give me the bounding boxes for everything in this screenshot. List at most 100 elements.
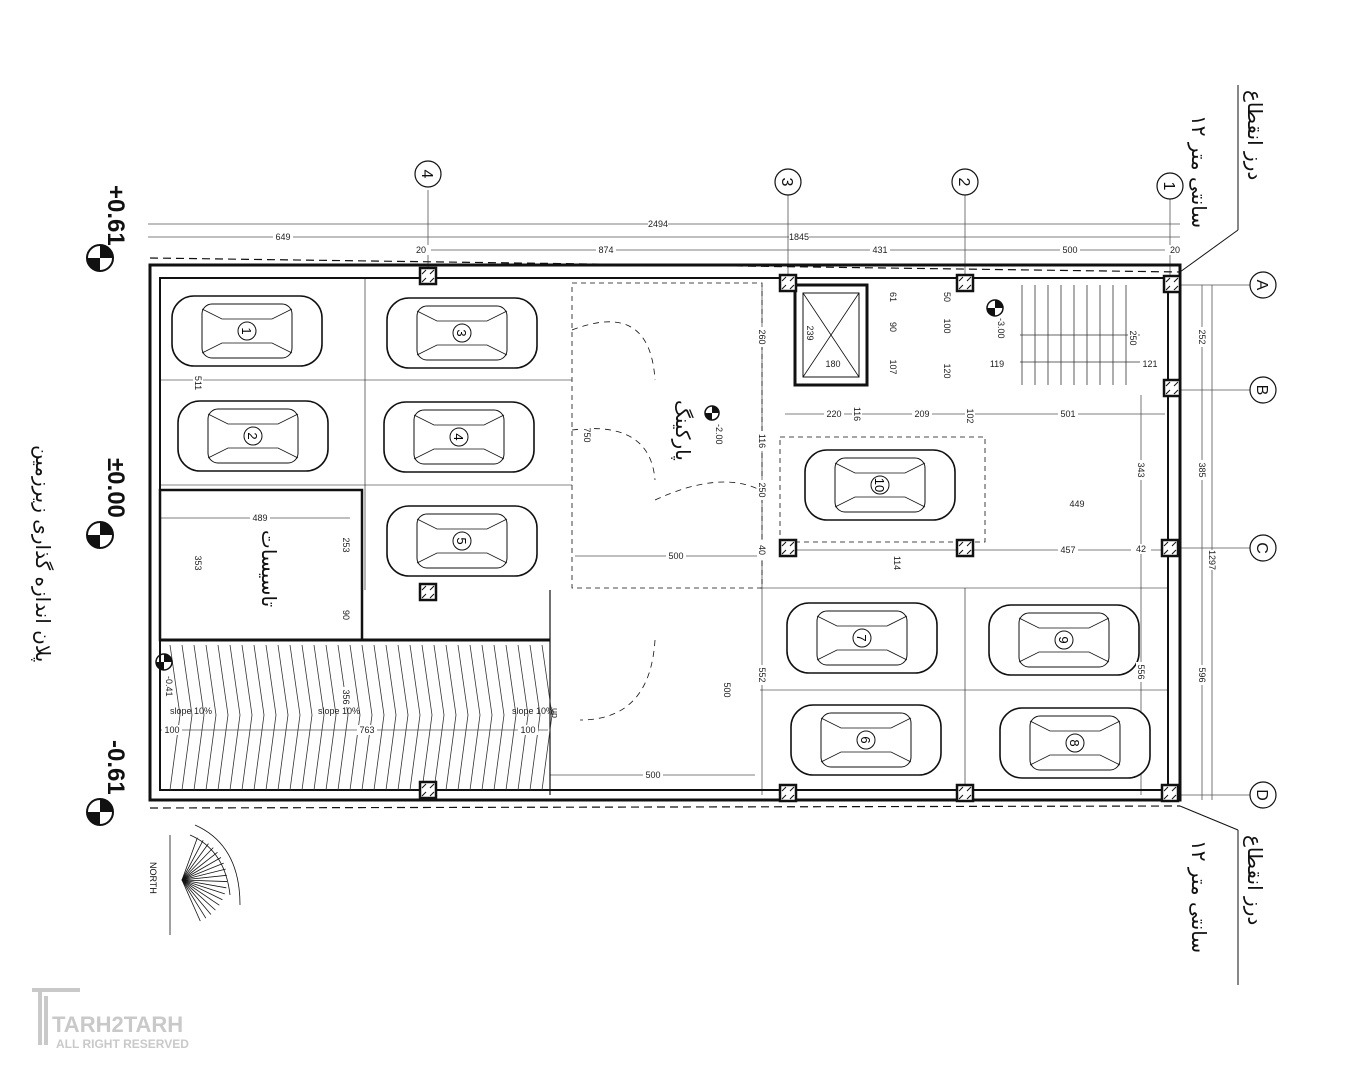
dimension-label: 120 (942, 363, 952, 378)
dimension-label: 343 (1136, 462, 1146, 477)
dimension-label: 353 (193, 555, 203, 570)
dimension-label: 457 (1060, 545, 1075, 555)
dimension-label: 500 (1062, 245, 1077, 255)
level-marker-parking: -2.00 (704, 405, 724, 445)
slope-label: slope 10% (318, 706, 360, 716)
dimension-label: 40 (757, 545, 767, 555)
level-label: ±0.00 (102, 458, 129, 518)
columns (418, 266, 1182, 803)
parking-space-5: 5 (386, 505, 538, 577)
parking-space-number: 9 (1056, 636, 1071, 643)
dimension-label: 90 (341, 610, 351, 620)
expansion-joint-size: ۱۲ سانتی متر (1187, 115, 1211, 228)
north-label: NORTH (148, 862, 158, 894)
axis-label-C: C (1253, 542, 1270, 554)
axis-label-4: 4 (418, 170, 435, 179)
watermark-brand: TARH2TARH (52, 1012, 183, 1037)
dimension-label: 116 (757, 434, 767, 448)
parking-space-8: 8 (999, 707, 1151, 779)
level-marker-top: +0.61 (86, 185, 129, 272)
room-label-parking: پارکینگ (670, 400, 695, 461)
parking-space-number: 5 (454, 537, 469, 544)
axis-label-D: D (1253, 789, 1270, 801)
dimension-label: 107 (888, 359, 898, 374)
dimension-label: 121 (1142, 359, 1157, 369)
level-label: +0.61 (102, 185, 129, 246)
drawing-title: پلان اندازه گذاری زیرزمین (30, 445, 55, 662)
dimension-label: 356 (341, 689, 351, 704)
dimension-label: 489 (252, 513, 267, 523)
parking-space-9: 9 (988, 604, 1140, 676)
dimension-label: 500 (722, 682, 732, 697)
dimension-label: 500 (668, 551, 683, 561)
parking-space-number: 4 (451, 433, 466, 440)
dimension-label: 250 (757, 482, 767, 497)
north-arrow-icon: NORTH (148, 824, 241, 935)
dimension-label: 100 (520, 725, 535, 735)
dimension-label: 119 (990, 359, 1004, 369)
staircase (1020, 285, 1160, 385)
expansion-joint-size: ۱۲ سانتی متر (1187, 840, 1211, 953)
parking-space-number: 8 (1067, 739, 1082, 746)
expansion-joint-note-top: درز انقطاع ۱۲ سانتی متر (1179, 85, 1267, 273)
axis-label-A: A (1253, 280, 1270, 291)
parking-space-1: 1 (171, 295, 323, 367)
room-label-utilities: تاسیسات (257, 530, 281, 607)
expansion-joint-note-bottom: درز انقطاع ۱۲ سانتی متر (1179, 805, 1267, 985)
dimension-label: 649 (275, 232, 290, 242)
dimension-label: 102 (965, 408, 975, 423)
level-label: -2.00 (714, 424, 724, 445)
level-marker-middle: ±0.00 (86, 458, 129, 549)
parking-space-6: 6 (790, 704, 942, 776)
parking-space-number: 2 (245, 432, 260, 439)
axis-label-B: B (1253, 385, 1270, 396)
level-label: -0.61 (102, 740, 129, 795)
dimension-label: 1845 (789, 232, 809, 242)
parking-space-7: 7 (786, 602, 938, 674)
parking-spaces: 1 2 3 4 5 6 7 8 9 10 (171, 295, 1151, 779)
dimension-label: 449 (1069, 499, 1084, 509)
dimension-label: 750 (582, 427, 592, 442)
slope-label: slope 10% (170, 706, 212, 716)
parking-space-10: 10 (804, 449, 956, 521)
parking-space-number: 1 (239, 327, 254, 334)
dimension-label: 500 (645, 770, 660, 780)
ramp-up-label: up (550, 708, 560, 718)
dimension-label: 114 (892, 556, 902, 570)
level-label: -3.00 (996, 318, 1006, 339)
parking-space-number: 3 (454, 329, 469, 336)
dimension-label: 252 (1197, 329, 1207, 344)
parking-space-4: 4 (383, 401, 535, 473)
level-marker-ramp: -0.41 (155, 653, 174, 697)
walls (148, 257, 1182, 809)
slope-label: slope 10% (512, 706, 554, 716)
ramp (169, 644, 553, 791)
parking-space-2: 2 (177, 400, 329, 472)
dimension-label: 20 (1170, 245, 1180, 255)
dimension-label: 116 (852, 407, 862, 421)
dimension-label: 552 (757, 667, 767, 682)
dimension-label: 180 (825, 359, 840, 369)
expansion-joint-label: درز انقطاع (1243, 835, 1267, 925)
dimension-label: 100 (942, 318, 952, 333)
dimension-label: 874 (598, 245, 613, 255)
dimension-label: 1297 (1207, 550, 1217, 570)
dimension-label: 220 (826, 409, 841, 419)
dimension-label: 20 (416, 245, 426, 255)
level-marker-bottom: -0.61 (86, 740, 129, 826)
level-label: -0.41 (164, 676, 174, 697)
level-marker-stair: -3.00 (986, 299, 1006, 339)
parking-space-number: 7 (854, 634, 869, 641)
dimension-label: 61 (888, 292, 898, 302)
dimension-label: 42 (1136, 544, 1146, 554)
dimension-label: 253 (341, 537, 351, 552)
dimension-label: 556 (1136, 664, 1146, 679)
axis-label-2: 2 (955, 178, 972, 187)
dimension-label: 511 (193, 376, 203, 390)
parking-space-number: 6 (858, 736, 873, 743)
dimension-label: 596 (1197, 667, 1207, 682)
dimension-label: 260 (757, 329, 767, 344)
